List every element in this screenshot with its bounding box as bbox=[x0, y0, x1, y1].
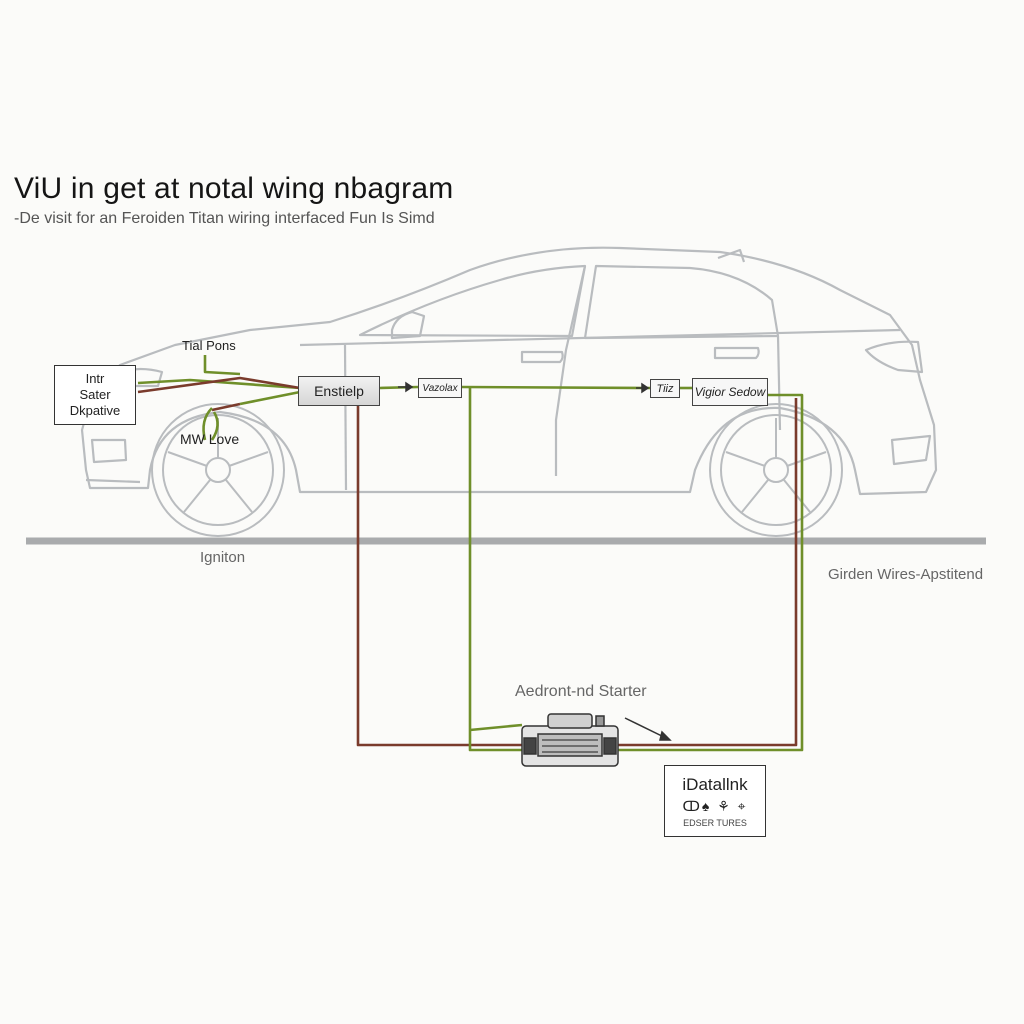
datalink-icons: ↀ♠ ⚘ ⌖ bbox=[682, 797, 748, 814]
green-wire-drop-right bbox=[618, 393, 804, 752]
starter-box-line1: Intr bbox=[85, 371, 105, 386]
datalink-box: iDatallnk ↀ♠ ⚘ ⌖ EDSER TURES bbox=[664, 765, 766, 837]
front-wheel bbox=[151, 403, 285, 537]
arrows bbox=[398, 381, 672, 741]
wires bbox=[137, 355, 804, 752]
ignition-label: Igniton bbox=[200, 549, 246, 566]
page-subtitle: -De visit for an Feroiden Titan wiring i… bbox=[14, 210, 435, 227]
brown-wire-drop-left bbox=[356, 405, 522, 747]
starter-box-line3: Dkpative bbox=[69, 403, 121, 418]
datalink-title: iDatallnk bbox=[682, 774, 748, 794]
starter-box-line2: Sater bbox=[79, 387, 111, 402]
remote-starter-label: Aedront-nd Starter bbox=[515, 683, 647, 700]
mw-love-label: MW Love bbox=[180, 431, 240, 447]
brown-wire-front bbox=[137, 376, 301, 394]
brown-wire-drop-right bbox=[618, 398, 798, 747]
vigior-sedow-module: Vigior Sedow bbox=[692, 378, 768, 406]
rear-wheel bbox=[709, 403, 843, 537]
remote-starter-device bbox=[521, 713, 619, 767]
datalink-footer: EDSER TURES bbox=[683, 817, 747, 828]
enstielp-label: Enstielp bbox=[314, 383, 364, 399]
green-wire-main bbox=[137, 378, 301, 390]
vazolax-module: Vazolax bbox=[418, 378, 462, 398]
vazolax-label: Vazolax bbox=[422, 382, 458, 394]
tial-pons-label: Tial Pons bbox=[182, 338, 236, 353]
green-wire-drop-mid bbox=[468, 388, 522, 752]
starter-interface-box: Intr Sater Dkpative bbox=[54, 365, 136, 425]
vigior-sedow-label: Vigior Sedow bbox=[694, 385, 766, 399]
ground-wires-label: Girden Wires-Apstitend bbox=[828, 566, 984, 583]
enstielp-module: Enstielp bbox=[298, 376, 380, 406]
car-outline bbox=[80, 246, 938, 496]
tiiz-module: Tiiz bbox=[650, 379, 680, 398]
tiiz-label: Tiiz bbox=[656, 382, 674, 395]
green-wire-main-3 bbox=[461, 385, 651, 390]
page-title: ViU in get at notal wing nbagram bbox=[14, 172, 454, 205]
